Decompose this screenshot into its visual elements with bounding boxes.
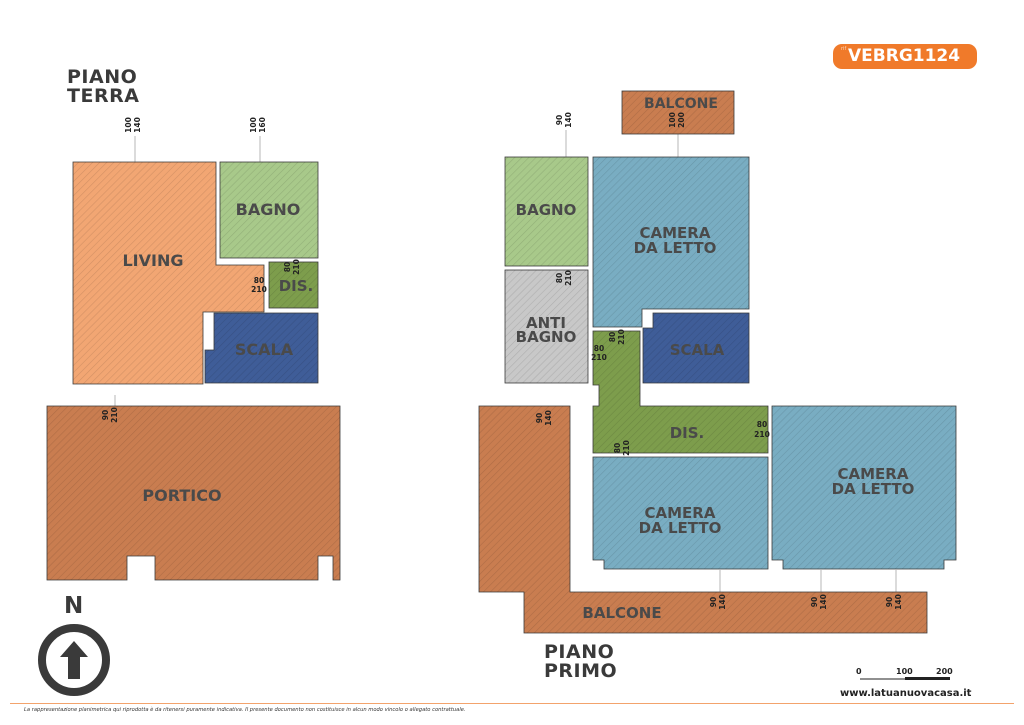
- website-link[interactable]: www.latuanuovacasa.it: [840, 688, 972, 699]
- svg-text:210: 210: [564, 270, 573, 286]
- svg-text:210: 210: [591, 353, 607, 362]
- dim-anti: 80 210: [555, 270, 573, 286]
- room-label-bagno-first: BAGNO: [516, 201, 577, 219]
- dim-anti-dis: 80 210: [591, 344, 607, 362]
- north-arrow-icon: [38, 624, 110, 696]
- svg-text:100: 100: [668, 112, 677, 128]
- svg-text:80: 80: [555, 273, 564, 283]
- floor-title-first-line2: PRIMO: [544, 660, 618, 682]
- room-bagno-ground: BAGNO: [219, 161, 319, 259]
- room-scala-ground: SCALA: [204, 312, 319, 384]
- scale-label-0: 0: [856, 667, 862, 676]
- svg-text:90: 90: [885, 597, 894, 607]
- room-balcone-top: BALCONE: [621, 90, 735, 135]
- dim-balcone-3: 90 140: [885, 594, 903, 610]
- room-bagno-first: BAGNO: [504, 156, 589, 267]
- scale-bar: [860, 677, 950, 680]
- room-label-anti-bagno-2: BAGNO: [516, 328, 577, 346]
- room-living: LIVING: [72, 161, 265, 385]
- room-label-balcone-bottom: BALCONE: [582, 604, 661, 622]
- svg-text:80: 80: [254, 276, 264, 285]
- reference-prefix: rif: [841, 46, 847, 52]
- svg-text:210: 210: [251, 285, 267, 294]
- room-anti-bagno: ANTI BAGNO: [504, 269, 589, 384]
- room-label-dis-ground: DIS.: [279, 277, 314, 295]
- svg-text:80: 80: [594, 344, 604, 353]
- room-label-balcone-top: BALCONE: [644, 96, 718, 112]
- dim-balcone-top: 100 200: [668, 112, 686, 128]
- room-label-camera-1b: DA LETTO: [634, 239, 717, 257]
- room-camera-2: CAMERA DA LETTO: [592, 456, 769, 570]
- room-camera-3: CAMERA DA LETTO: [771, 405, 957, 570]
- svg-text:210: 210: [110, 407, 119, 423]
- svg-text:100: 100: [124, 117, 133, 133]
- svg-text:100: 100: [249, 117, 258, 133]
- dim-camera-1: 80 210: [608, 329, 626, 345]
- room-portico: PORTICO: [46, 405, 341, 581]
- dim-bagno-first: 90 140: [555, 112, 573, 128]
- svg-text:90: 90: [101, 410, 110, 420]
- room-label-portico: PORTICO: [142, 486, 221, 505]
- svg-text:90: 90: [555, 115, 564, 125]
- svg-text:200: 200: [677, 112, 686, 128]
- svg-text:140: 140: [544, 410, 553, 426]
- room-balcone-bottom: BALCONE: [478, 405, 928, 634]
- scale-label-200: 200: [936, 667, 953, 676]
- room-label-camera-1a: CAMERA: [640, 224, 711, 242]
- svg-text:80: 80: [283, 262, 292, 272]
- dim-balcone-1: 90 140: [709, 594, 727, 610]
- svg-text:140: 140: [718, 594, 727, 610]
- room-label-camera-2b: DA LETTO: [639, 519, 722, 537]
- dim-living-top: 100 140: [124, 117, 142, 133]
- floor-title-first: PIANO PRIMO: [544, 643, 617, 681]
- room-camera-1: CAMERA DA LETTO: [592, 156, 750, 328]
- floor-title-ground-line2: TERRA: [67, 85, 140, 107]
- scale-label-100: 100: [896, 667, 913, 676]
- room-dis-first: DIS.: [592, 330, 769, 454]
- reference-code: VEBRG1124: [848, 46, 961, 66]
- dim-balcone-2: 90 140: [810, 594, 828, 610]
- svg-text:90: 90: [535, 413, 544, 423]
- dim-dis-ground: 80 210: [283, 259, 301, 275]
- svg-text:80: 80: [757, 420, 767, 429]
- floor-title-first-line1: PIANO: [544, 641, 615, 663]
- dim-balcone-left: 90 140: [535, 410, 553, 426]
- svg-text:80: 80: [608, 332, 617, 342]
- svg-text:140: 140: [894, 594, 903, 610]
- svg-text:210: 210: [622, 440, 631, 456]
- svg-text:90: 90: [709, 597, 718, 607]
- room-scala-first: SCALA: [642, 312, 750, 384]
- svg-text:140: 140: [564, 112, 573, 128]
- dim-bagno-ground: 100 160: [249, 117, 267, 133]
- room-label-camera-2a: CAMERA: [645, 504, 716, 522]
- room-label-anti-bagno-1: ANTI: [526, 314, 566, 332]
- dim-camera-2-dis: 80 210: [613, 440, 631, 456]
- svg-text:210: 210: [754, 430, 770, 439]
- floor-title-ground: PIANO TERRA: [67, 68, 139, 106]
- svg-text:160: 160: [258, 117, 267, 133]
- svg-text:140: 140: [819, 594, 828, 610]
- reference-badge: rif VEBRG1124: [833, 44, 977, 69]
- room-label-bagno-ground: BAGNO: [236, 200, 301, 219]
- svg-text:210: 210: [617, 329, 626, 345]
- room-label-scala-first: SCALA: [670, 341, 725, 359]
- svg-text:80: 80: [613, 443, 622, 453]
- room-label-scala-ground: SCALA: [235, 340, 294, 359]
- dim-dis-right: 80 210: [754, 420, 770, 439]
- dim-portico: 90 210: [101, 407, 119, 423]
- room-label-camera-3b: DA LETTO: [832, 480, 915, 498]
- room-label-dis-first: DIS.: [670, 424, 705, 442]
- dim-living-dis: 80 210: [251, 276, 267, 294]
- svg-text:90: 90: [810, 597, 819, 607]
- room-dis-ground: DIS.: [268, 261, 319, 309]
- footer-divider: [10, 703, 1014, 704]
- disclaimer-text: La rappresentazione planimetrica qui rip…: [24, 707, 466, 713]
- room-label-living: LIVING: [122, 251, 183, 270]
- svg-text:210: 210: [292, 259, 301, 275]
- floor-title-ground-line1: PIANO: [67, 66, 138, 88]
- room-label-camera-3a: CAMERA: [838, 465, 909, 483]
- svg-text:140: 140: [133, 117, 142, 133]
- north-label: N: [64, 593, 84, 619]
